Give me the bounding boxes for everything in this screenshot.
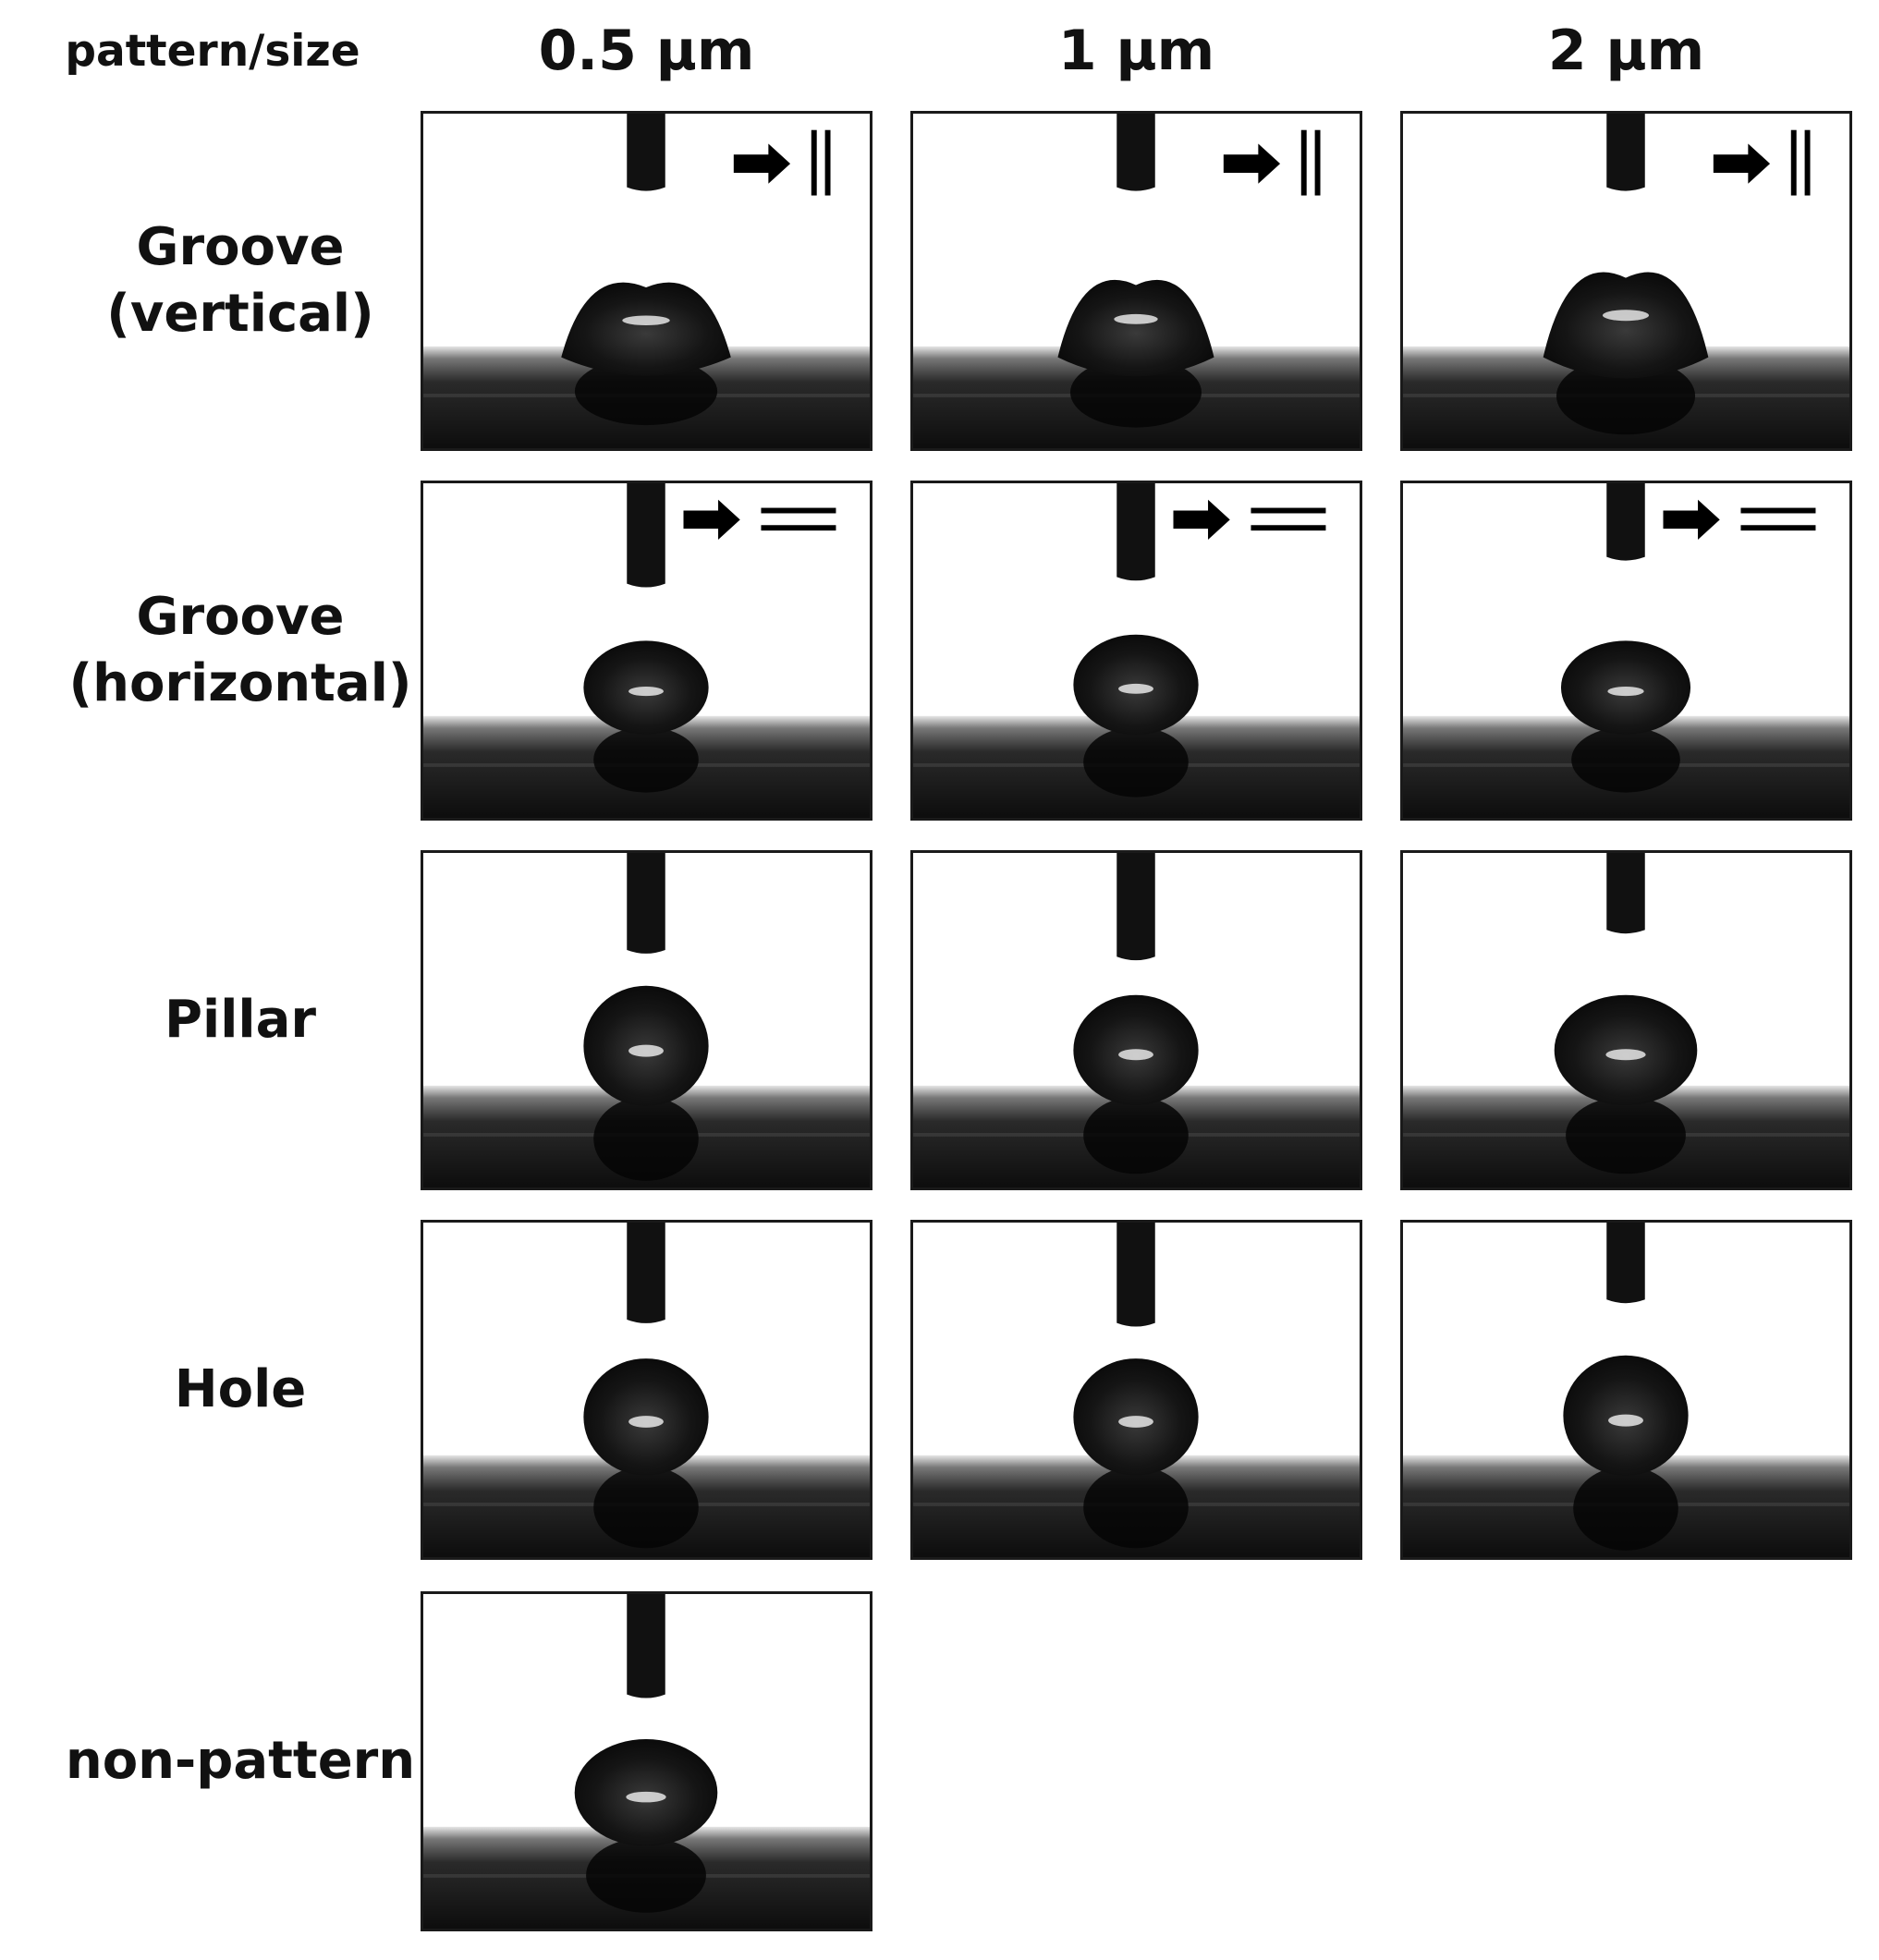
droplet-highlight (1118, 683, 1153, 694)
water-droplet (1543, 272, 1709, 379)
water-droplet (561, 282, 731, 376)
droplet-reflection (1070, 357, 1202, 428)
row-label-1: Groove(horizontal) (0, 584, 481, 717)
column-header-1: 1 μm (1057, 18, 1215, 83)
droplet-highlight (628, 687, 664, 697)
droplet-highlight (628, 1416, 664, 1428)
droplet-highlight (1118, 1416, 1153, 1428)
droplet-photo-svg (913, 1223, 1360, 1557)
droplet-reflection (1083, 1466, 1189, 1549)
droplet-reflection (593, 1096, 699, 1181)
droplet-reflection (1566, 1096, 1686, 1175)
syringe-needle (627, 853, 665, 954)
droplet-photo (1400, 1220, 1852, 1560)
droplet-photo (1400, 850, 1852, 1190)
syringe-needle (627, 1594, 665, 1698)
water-droplet (1057, 279, 1214, 377)
droplet-photo (421, 481, 872, 821)
droplet-photo-svg (423, 1594, 870, 1929)
droplet-reflection (574, 357, 718, 426)
droplet-photo (421, 1591, 872, 1931)
droplet-reflection (1571, 726, 1680, 793)
column-header-2: 2 μm (1547, 18, 1705, 83)
syringe-needle (1606, 853, 1645, 934)
syringe-needle (1606, 1223, 1645, 1304)
droplet-photo (421, 850, 872, 1190)
droplet-photo-svg (1403, 1223, 1849, 1557)
droplet-photo-svg (423, 114, 870, 448)
row-label-0: Groove (vertical) (0, 214, 481, 347)
row-label-line: (horizontal) (68, 653, 412, 713)
droplet-highlight (628, 1044, 664, 1057)
groove-horizontal-indicator-icon (683, 499, 836, 540)
droplet-photo-svg (1403, 483, 1849, 818)
droplet-photo-svg (423, 1223, 870, 1557)
droplet-photo (910, 111, 1362, 451)
droplet-photo-svg (423, 853, 870, 1187)
groove-horizontal-indicator-icon (1173, 499, 1326, 540)
syringe-needle (1116, 114, 1155, 191)
droplet-highlight (1608, 1414, 1643, 1427)
row-label-3: Hole (0, 1357, 481, 1423)
droplet-photo (910, 1220, 1362, 1560)
droplet-reflection (586, 1837, 706, 1913)
row-label-line: Groove (136, 217, 345, 277)
droplet-photo-svg (1403, 853, 1849, 1187)
row-label-line: non-pattern (65, 1731, 416, 1791)
droplet-photo (421, 111, 872, 451)
droplet-photo-svg (913, 853, 1360, 1187)
droplet-reflection (1573, 1466, 1678, 1551)
syringe-needle (627, 1223, 665, 1323)
row-label-line: Pillar (164, 990, 317, 1050)
row-label-2: Pillar (0, 987, 481, 1053)
droplet-highlight (1114, 313, 1158, 324)
droplet-photo (421, 1220, 872, 1560)
syringe-needle (627, 483, 665, 588)
row-label-line: Groove (136, 587, 345, 647)
row-label-line: Hole (174, 1359, 307, 1419)
droplet-highlight (1607, 687, 1644, 697)
droplet-photo (910, 481, 1362, 821)
droplet-reflection (1083, 1096, 1189, 1175)
droplet-photo (910, 850, 1362, 1190)
droplet-highlight (626, 1791, 666, 1803)
row-label-line: (vertical) (106, 284, 374, 344)
droplet-photo-svg (423, 483, 870, 818)
groove-vertical-indicator-icon (1713, 129, 1811, 196)
syringe-needle (1116, 853, 1155, 961)
droplet-reflection (1083, 726, 1189, 797)
row-label-4: non-pattern (0, 1728, 481, 1795)
droplet-reflection (593, 1466, 699, 1549)
droplet-photo-svg (913, 114, 1360, 448)
syringe-needle (627, 114, 665, 191)
groove-horizontal-indicator-icon (1663, 499, 1816, 540)
droplet-highlight (1605, 1049, 1646, 1061)
droplet-highlight (622, 315, 670, 325)
column-header-0: 0.5 μm (538, 18, 755, 83)
corner-header: pattern/size (65, 26, 360, 77)
syringe-needle (1606, 483, 1645, 561)
groove-vertical-indicator-icon (1223, 129, 1321, 196)
droplet-photo (1400, 481, 1852, 821)
droplet-photo-svg (1403, 114, 1849, 448)
droplet-highlight (1602, 310, 1650, 322)
droplet-photo (1400, 111, 1852, 451)
groove-vertical-indicator-icon (733, 129, 831, 196)
droplet-reflection (593, 726, 699, 793)
syringe-needle (1606, 114, 1645, 191)
droplet-highlight (1118, 1049, 1153, 1061)
droplet-photo-svg (913, 483, 1360, 818)
syringe-needle (1116, 483, 1155, 581)
droplet-reflection (1556, 357, 1696, 435)
syringe-needle (1116, 1223, 1155, 1327)
